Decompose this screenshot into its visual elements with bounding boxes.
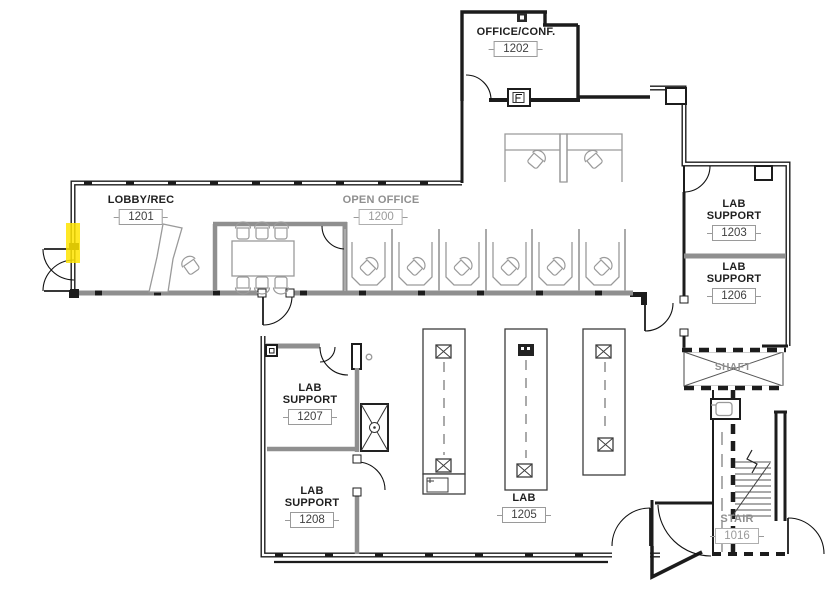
office-conf-walls — [460, 10, 650, 183]
stair-treads — [732, 449, 771, 517]
equipment-xbox — [360, 403, 389, 452]
room-label-office-conf: OFFICE/CONF. 1202 — [477, 26, 556, 57]
room-label-lab-1205: LAB 1205 — [497, 492, 551, 523]
room-name: LAB — [512, 492, 536, 504]
door-arc-exterior — [787, 517, 825, 555]
room-name: LAB SUPPORT — [706, 198, 762, 222]
room-number: 1016 — [710, 528, 764, 544]
room-number: 1203 — [707, 225, 761, 241]
door-arc-office — [465, 74, 492, 101]
door-arc-1207 — [319, 346, 349, 376]
room-label-lobby-rec: LOBBY/REC 1201 — [108, 194, 175, 225]
room-label-lab-support-1206: LAB SUPPORT 1206 — [699, 261, 769, 304]
room-label-stair: STAIR 1016 — [710, 513, 764, 544]
reception-desk — [148, 223, 202, 293]
room-label-lab-support-1208: LAB SUPPORT 1208 — [277, 485, 347, 528]
room-number: 1208 — [285, 512, 339, 528]
room-name: SHAFT — [714, 362, 752, 373]
lab-bench — [422, 328, 466, 495]
door-arc-1208 — [356, 461, 386, 491]
door-arc-nook — [321, 225, 346, 250]
room-name: OPEN OFFICE — [342, 194, 420, 206]
room-number: 1206 — [707, 288, 761, 304]
fire-cabinet-icon — [507, 88, 531, 107]
highlight-marker[interactable] — [66, 223, 80, 263]
door-arc-lobby-lab — [262, 295, 293, 326]
room-label-shaft: SHAFT — [715, 362, 751, 374]
room-label-open-office: OPEN OFFICE 1200 — [343, 194, 420, 225]
room-number: 1200 — [353, 209, 408, 225]
door-hardware — [365, 353, 373, 361]
lab-bench — [582, 328, 626, 476]
lab-support-left-walls — [265, 343, 386, 554]
room-number: 1207 — [283, 409, 337, 425]
room-number: 1205 — [497, 507, 551, 523]
upper-workstations — [504, 133, 623, 183]
room-name: LOBBY/REC — [107, 194, 175, 206]
room-name: STAIR — [720, 513, 754, 525]
room-name: LAB SUPPORT — [284, 485, 340, 509]
room-label-lab-support-1207: LAB SUPPORT 1207 — [275, 382, 345, 425]
corridor-door — [630, 292, 674, 332]
room-name: LAB SUPPORT — [706, 261, 762, 285]
room-label-lab-support-1203: LAB SUPPORT 1203 — [699, 198, 769, 241]
door-arc-1203 — [683, 165, 711, 193]
open-office-cubicles — [345, 229, 626, 291]
sink-fixture — [710, 398, 741, 420]
lab-benches — [422, 328, 626, 495]
lab-bench — [504, 328, 548, 491]
room-name: OFFICE/CONF. — [476, 26, 556, 38]
column — [665, 87, 687, 105]
room-name: LAB SUPPORT — [282, 382, 338, 406]
door-arc-exit — [611, 507, 651, 547]
wall-device-icon — [517, 13, 527, 22]
stair-area — [611, 390, 825, 580]
room-number: 1202 — [488, 41, 543, 57]
room-number: 1201 — [114, 209, 168, 225]
lab-support-right-walls — [679, 165, 786, 350]
column — [754, 165, 773, 181]
shaft-box — [682, 347, 786, 391]
door-arc-stair — [657, 504, 712, 557]
conference-table — [231, 221, 295, 295]
